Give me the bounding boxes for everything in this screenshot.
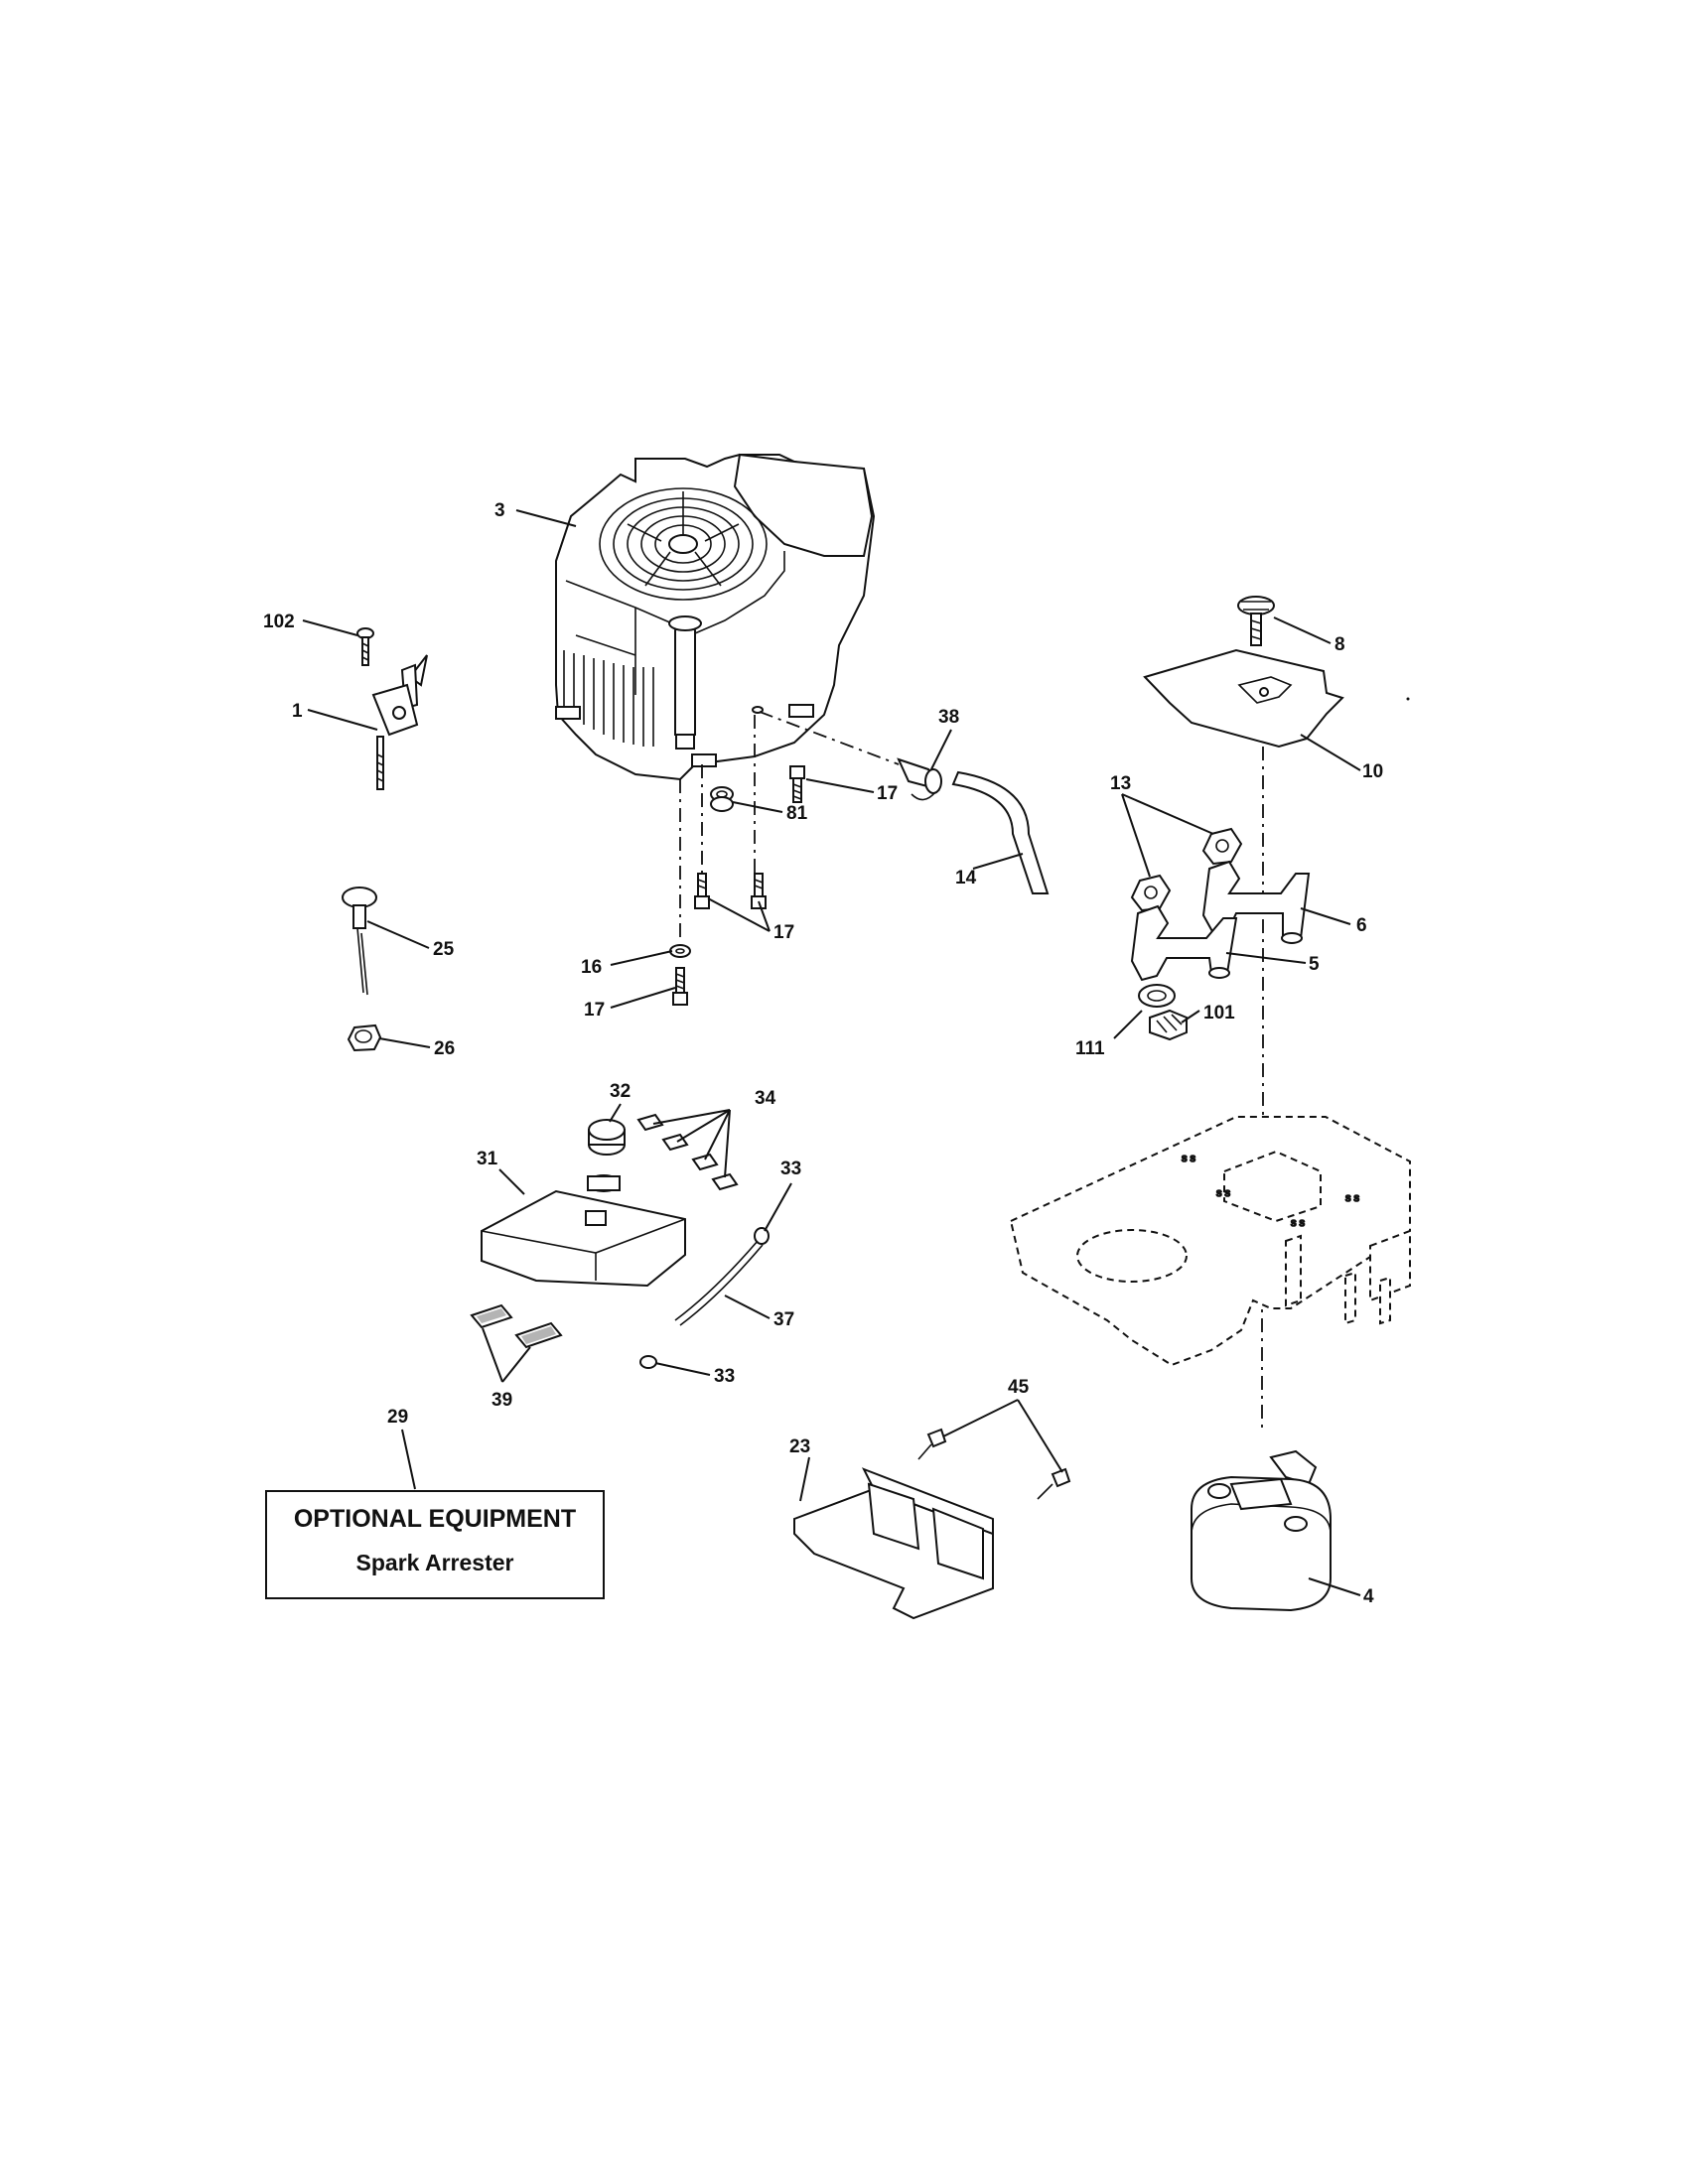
callout-25: 25 bbox=[433, 939, 455, 960]
callout-6: 6 bbox=[1356, 915, 1367, 936]
gasket-13-a bbox=[1201, 827, 1243, 866]
callout-26: 26 bbox=[434, 1038, 455, 1059]
callout-29: 29 bbox=[387, 1407, 408, 1428]
choke-knob-25 bbox=[342, 887, 377, 996]
washer-16 bbox=[669, 944, 691, 958]
bolt-17-upper bbox=[789, 765, 805, 803]
nut-81 bbox=[710, 786, 734, 812]
screens-39 bbox=[470, 1303, 563, 1349]
nut-101 bbox=[1149, 1009, 1188, 1041]
hose-37 bbox=[674, 1240, 764, 1326]
spark-arrester-31 bbox=[481, 1174, 686, 1288]
throttle-control-1 bbox=[371, 654, 428, 790]
svg-text:s s: s s bbox=[1291, 1217, 1306, 1229]
engine-part-3 bbox=[555, 453, 876, 781]
gasket-13-b bbox=[1130, 874, 1172, 912]
callout-32: 32 bbox=[610, 1081, 631, 1102]
callout-10: 10 bbox=[1362, 761, 1383, 782]
svg-text:s s: s s bbox=[1182, 1153, 1196, 1164]
muffler-4 bbox=[1191, 1449, 1332, 1612]
bolt-17-lower bbox=[672, 967, 688, 1006]
callout-38: 38 bbox=[938, 707, 959, 728]
callout-33-lower: 33 bbox=[714, 1366, 735, 1387]
callout-111: 111 bbox=[1075, 1038, 1105, 1059]
bolt-17-left bbox=[694, 873, 710, 909]
svg-text:s s: s s bbox=[1345, 1192, 1360, 1204]
optional-equipment-title: OPTIONAL EQUIPMENT bbox=[294, 1505, 576, 1533]
callout-37: 37 bbox=[773, 1309, 794, 1330]
leader-lines bbox=[302, 509, 1361, 1596]
tractor-frame: s s s s s s s s bbox=[1009, 1116, 1411, 1367]
callout-17-lower: 17 bbox=[584, 1000, 605, 1021]
callout-8: 8 bbox=[1334, 634, 1345, 655]
svg-text:s s: s s bbox=[1216, 1187, 1231, 1199]
fuel-filter-38 bbox=[897, 757, 942, 801]
callout-17-upper: 17 bbox=[877, 783, 898, 804]
heat-shield-10 bbox=[1143, 648, 1344, 749]
exhaust-pipe-5 bbox=[1130, 904, 1238, 982]
bolt-45-b bbox=[1037, 1467, 1071, 1500]
callout-1: 1 bbox=[292, 701, 303, 722]
callout-45: 45 bbox=[1008, 1377, 1030, 1398]
optional-equipment-box: OPTIONAL EQUIPMENT Spark Arrester bbox=[265, 1490, 605, 1599]
callout-102: 102 bbox=[263, 612, 295, 632]
bolt-45-a bbox=[917, 1428, 947, 1460]
callout-16: 16 bbox=[581, 957, 602, 978]
nut-26 bbox=[347, 1024, 382, 1052]
stray-dot bbox=[1406, 697, 1410, 701]
engine-fan-grille bbox=[599, 487, 768, 601]
engine-cooling-fins bbox=[563, 650, 654, 747]
fitting-33-lower bbox=[639, 1355, 657, 1369]
fuel-line-14 bbox=[951, 770, 1050, 894]
callout-33-upper: 33 bbox=[780, 1159, 801, 1179]
fitting-33-upper bbox=[754, 1227, 770, 1245]
callout-39: 39 bbox=[491, 1390, 512, 1411]
callout-31: 31 bbox=[477, 1149, 498, 1169]
callout-17-pair: 17 bbox=[773, 922, 794, 943]
callout-34: 34 bbox=[755, 1088, 776, 1109]
callout-4: 4 bbox=[1363, 1586, 1374, 1607]
screw-102 bbox=[356, 627, 374, 666]
callout-3: 3 bbox=[494, 500, 505, 521]
callout-81: 81 bbox=[786, 803, 808, 824]
callout-14: 14 bbox=[955, 868, 977, 888]
optional-equipment-subtitle: Spark Arrester bbox=[356, 1550, 514, 1575]
callout-13: 13 bbox=[1110, 773, 1131, 794]
lock-washer-111 bbox=[1138, 984, 1176, 1008]
cap-32 bbox=[588, 1119, 626, 1156]
heat-deflector-23 bbox=[793, 1467, 994, 1620]
callout-23: 23 bbox=[789, 1436, 810, 1457]
bolt-8 bbox=[1237, 596, 1275, 646]
callout-5: 5 bbox=[1309, 954, 1320, 975]
callout-101: 101 bbox=[1203, 1003, 1235, 1024]
